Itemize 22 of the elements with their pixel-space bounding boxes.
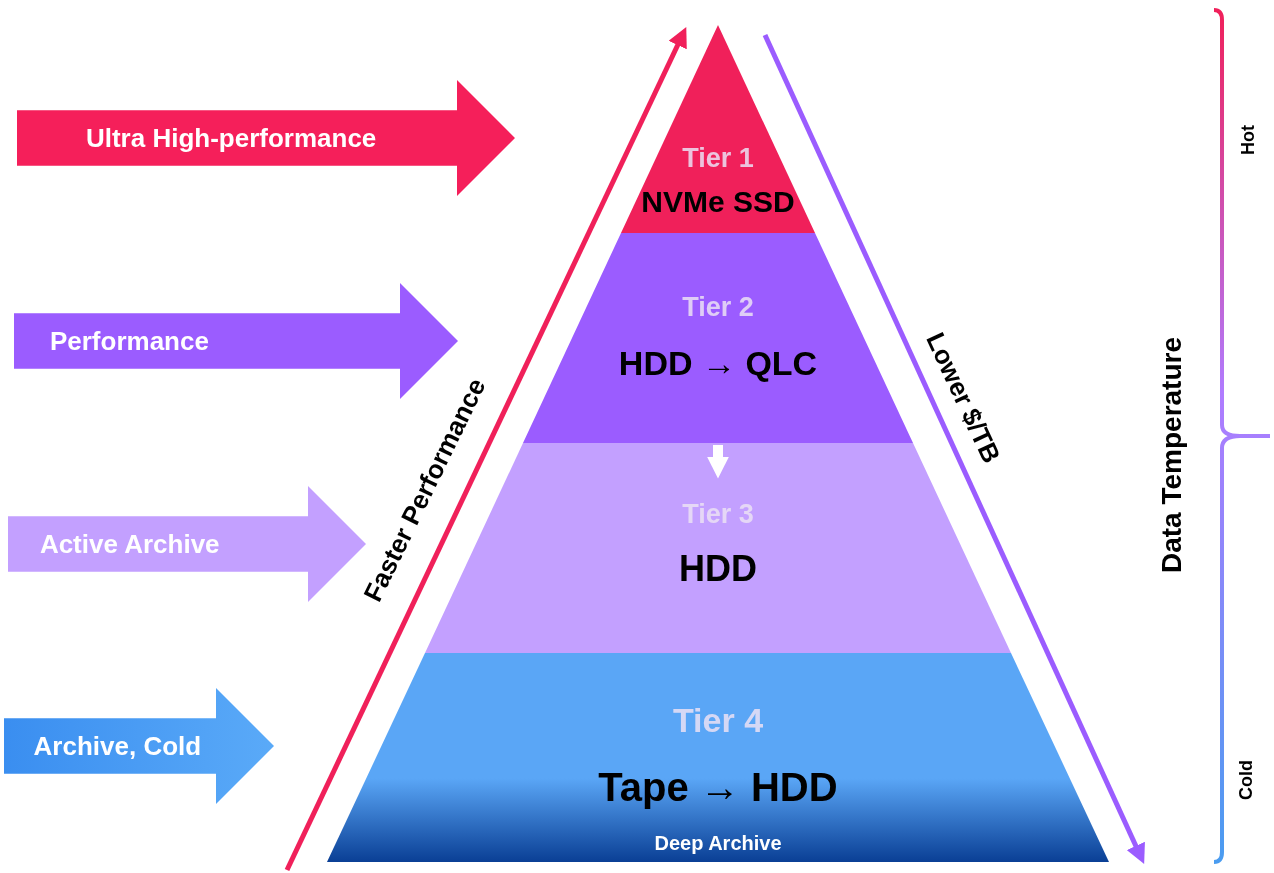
storage-type-label: Tape → HDD	[598, 764, 838, 810]
tier-label: Tier 4	[672, 700, 764, 740]
arrow-label: Performance	[49, 325, 209, 357]
storage-type-label: HDD	[679, 548, 757, 590]
tier-band	[621, 25, 815, 233]
arrow	[707, 445, 729, 479]
scale-label: Hot	[1237, 125, 1259, 155]
scale-label: Cold	[1235, 760, 1257, 800]
arrow-label: Active Archive	[39, 528, 220, 560]
block-arrow	[8, 486, 366, 602]
arrow-label: Archive, Cold	[33, 730, 202, 762]
arrow-label: Ultra High-performance	[85, 122, 377, 154]
tier-caption: Deep Archive	[654, 831, 782, 855]
block-arrow	[17, 80, 515, 196]
block-arrow	[4, 688, 274, 804]
tier-band	[523, 233, 913, 443]
storage-type-label: NVMe SSD	[641, 184, 795, 219]
axis-title: Data Temperature	[1156, 337, 1188, 573]
storage-type-label: HDD → QLC	[618, 343, 818, 383]
tier-band	[327, 653, 1109, 862]
tier-label: Tier 1	[682, 142, 754, 174]
tier-label: Tier 2	[682, 291, 754, 322]
